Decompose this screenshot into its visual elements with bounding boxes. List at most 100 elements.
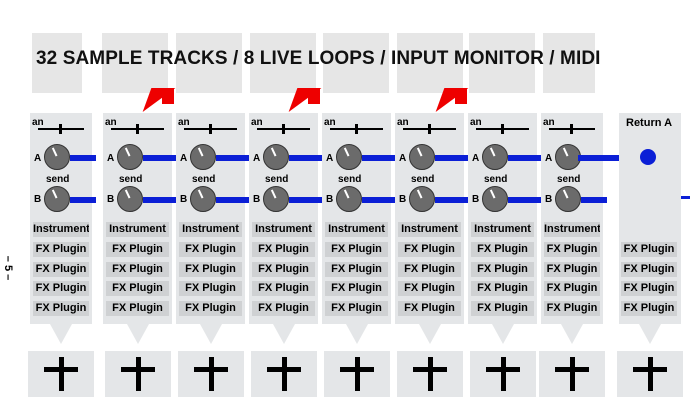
fx-slot-2-3[interactable]: FX Plugin xyxy=(106,281,169,296)
send-b-label-1: B xyxy=(34,194,42,205)
fx-slot-7-4[interactable]: FX Plugin xyxy=(471,301,534,316)
instrument-slot-3[interactable]: Instrument xyxy=(179,222,242,237)
fx-slot-1-1[interactable]: FX Plugin xyxy=(33,242,89,257)
add-icon-8[interactable] xyxy=(555,367,589,372)
add-icon-7[interactable] xyxy=(486,367,520,372)
pan-label-6: an xyxy=(397,117,409,128)
fx-slot-4-2[interactable]: FX Plugin xyxy=(252,262,315,277)
fx-slot-5-1[interactable]: FX Plugin xyxy=(325,242,388,257)
fx-slot-8-2[interactable]: FX Plugin xyxy=(544,262,600,277)
pan-fader-handle-1[interactable] xyxy=(59,124,62,134)
send-a-knob-3[interactable] xyxy=(190,144,216,170)
return-add-icon-v xyxy=(648,357,653,391)
fx-slot-6-3[interactable]: FX Plugin xyxy=(398,281,461,296)
return-fx-slot-4[interactable]: FX Plugin xyxy=(621,301,677,316)
send-a-knob-6[interactable] xyxy=(409,144,435,170)
instrument-slot-5[interactable]: Instrument xyxy=(325,222,388,237)
fx-slot-7-1[interactable]: FX Plugin xyxy=(471,242,534,257)
send-a-knob-7[interactable] xyxy=(482,144,508,170)
fx-slot-8-3[interactable]: FX Plugin xyxy=(544,281,600,296)
fx-slot-1-4[interactable]: FX Plugin xyxy=(33,301,89,316)
fx-slot-4-1[interactable]: FX Plugin xyxy=(252,242,315,257)
return-fx-slot-2[interactable]: FX Plugin xyxy=(621,262,677,277)
add-icon-v-4 xyxy=(282,357,287,391)
instrument-slot-2[interactable]: Instrument xyxy=(106,222,169,237)
pan-fader-handle-6[interactable] xyxy=(428,124,431,134)
add-icon-1[interactable] xyxy=(44,367,78,372)
red-arrow-2-body xyxy=(308,88,320,104)
send-b-knob-8[interactable] xyxy=(555,186,581,212)
fx-slot-1-3[interactable]: FX Plugin xyxy=(33,281,89,296)
add-icon-6[interactable] xyxy=(413,367,447,372)
send-a-knob-4[interactable] xyxy=(263,144,289,170)
add-icon-2[interactable] xyxy=(121,367,155,372)
send-a-knob-8[interactable] xyxy=(555,144,581,170)
fx-slot-5-3[interactable]: FX Plugin xyxy=(325,281,388,296)
fx-slot-6-1[interactable]: FX Plugin xyxy=(398,242,461,257)
return-add-icon[interactable] xyxy=(633,367,667,372)
title-box-6 xyxy=(397,33,463,93)
pan-fader-handle-8[interactable] xyxy=(570,124,573,134)
page-number: – 5 – xyxy=(2,255,15,281)
send-b-bus-7 xyxy=(508,197,541,203)
return-fx-slot-3[interactable]: FX Plugin xyxy=(621,281,677,296)
down-arrow-6 xyxy=(419,324,441,344)
send-label-6: send xyxy=(411,174,435,185)
send-b-knob-4[interactable] xyxy=(263,186,289,212)
send-b-bus-1 xyxy=(70,197,96,203)
send-b-label-5: B xyxy=(326,194,334,205)
send-b-knob-3[interactable] xyxy=(190,186,216,212)
fx-slot-2-2[interactable]: FX Plugin xyxy=(106,262,169,277)
send-b-label-8: B xyxy=(545,194,553,205)
fx-slot-4-3[interactable]: FX Plugin xyxy=(252,281,315,296)
send-b-knob-2[interactable] xyxy=(117,186,143,212)
pan-fader-handle-3[interactable] xyxy=(209,124,212,134)
fx-slot-2-1[interactable]: FX Plugin xyxy=(106,242,169,257)
add-icon-3[interactable] xyxy=(194,367,228,372)
send-b-knob-6[interactable] xyxy=(409,186,435,212)
send-b-knob-1[interactable] xyxy=(44,186,70,212)
instrument-slot-1[interactable]: Instrument xyxy=(33,222,89,237)
fx-slot-8-4[interactable]: FX Plugin xyxy=(544,301,600,316)
send-b-bus-2 xyxy=(143,197,176,203)
send-a-knob-2[interactable] xyxy=(117,144,143,170)
send-a-knob-5[interactable] xyxy=(336,144,362,170)
send-b-knob-7[interactable] xyxy=(482,186,508,212)
pan-fader-handle-7[interactable] xyxy=(501,124,504,134)
pan-fader-handle-5[interactable] xyxy=(355,124,358,134)
fx-slot-2-4[interactable]: FX Plugin xyxy=(106,301,169,316)
return-fx-slot-1[interactable]: FX Plugin xyxy=(621,242,677,257)
fx-slot-3-3[interactable]: FX Plugin xyxy=(179,281,242,296)
add-icon-4[interactable] xyxy=(267,367,301,372)
fx-slot-5-2[interactable]: FX Plugin xyxy=(325,262,388,277)
pan-fader-handle-2[interactable] xyxy=(136,124,139,134)
add-icon-5[interactable] xyxy=(340,367,374,372)
pan-label-4: an xyxy=(251,117,263,128)
fx-slot-4-4[interactable]: FX Plugin xyxy=(252,301,315,316)
instrument-slot-8[interactable]: Instrument xyxy=(544,222,600,237)
instrument-slot-4[interactable]: Instrument xyxy=(252,222,315,237)
add-icon-v-5 xyxy=(355,357,360,391)
fx-slot-6-4[interactable]: FX Plugin xyxy=(398,301,461,316)
fx-slot-3-4[interactable]: FX Plugin xyxy=(179,301,242,316)
fx-slot-8-1[interactable]: FX Plugin xyxy=(544,242,600,257)
title-box-7 xyxy=(469,33,535,93)
fx-slot-3-2[interactable]: FX Plugin xyxy=(179,262,242,277)
send-b-knob-5[interactable] xyxy=(336,186,362,212)
instrument-slot-7[interactable]: Instrument xyxy=(471,222,534,237)
instrument-slot-6[interactable]: Instrument xyxy=(398,222,461,237)
pan-fader-handle-4[interactable] xyxy=(282,124,285,134)
fx-slot-1-2[interactable]: FX Plugin xyxy=(33,262,89,277)
page-title: 32 SAMPLE TRACKS / 8 LIVE LOOPS / INPUT … xyxy=(36,48,601,69)
fx-slot-7-2[interactable]: FX Plugin xyxy=(471,262,534,277)
add-icon-v-3 xyxy=(209,357,214,391)
send-a-bus-2 xyxy=(143,155,176,161)
title-box-1 xyxy=(32,33,82,93)
send-a-knob-1[interactable] xyxy=(44,144,70,170)
fx-slot-5-4[interactable]: FX Plugin xyxy=(325,301,388,316)
fx-slot-7-3[interactable]: FX Plugin xyxy=(471,281,534,296)
send-b-bus-4 xyxy=(289,197,322,203)
fx-slot-3-1[interactable]: FX Plugin xyxy=(179,242,242,257)
title-box-5 xyxy=(323,33,389,93)
fx-slot-6-2[interactable]: FX Plugin xyxy=(398,262,461,277)
